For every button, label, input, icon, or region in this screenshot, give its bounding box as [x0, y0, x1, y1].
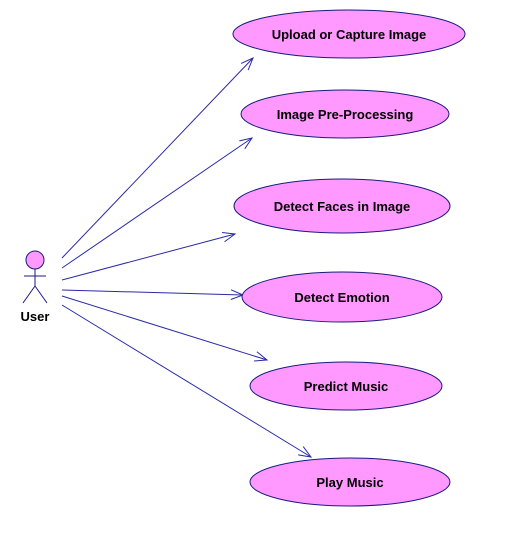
- use-case-play-music[interactable]: Play Music: [249, 457, 451, 507]
- actor-user[interactable]: User: [21, 250, 50, 324]
- arrowhead: [240, 57, 254, 71]
- arrowhead: [222, 231, 237, 243]
- association-line: [61, 57, 254, 259]
- arrowhead: [254, 351, 269, 362]
- arrowhead: [239, 137, 254, 150]
- use-case-upload-or-capture-image[interactable]: Upload or Capture Image: [232, 9, 466, 59]
- association-line: [61, 304, 312, 458]
- association-line: [61, 233, 236, 281]
- association-line: [61, 289, 244, 296]
- use-case-label: Image Pre-Processing: [277, 107, 414, 122]
- actor-label: User: [21, 309, 50, 324]
- association-line: [61, 295, 268, 361]
- use-case-label: Predict Music: [304, 379, 389, 394]
- actor-right-leg: [34, 285, 48, 304]
- actor-head: [25, 250, 45, 270]
- use-case-detect-emotion[interactable]: Detect Emotion: [241, 271, 443, 323]
- use-case-label: Play Music: [316, 475, 383, 490]
- associations: [61, 57, 313, 458]
- use-case-label: Detect Emotion: [294, 290, 389, 305]
- use-case-label: Detect Faces in Image: [274, 199, 411, 214]
- use-case-label: Upload or Capture Image: [272, 27, 427, 42]
- use-case-image-pre-processing[interactable]: Image Pre-Processing: [240, 89, 450, 139]
- arrowhead: [298, 446, 313, 458]
- association-line: [61, 137, 253, 269]
- use-case-predict-music[interactable]: Predict Music: [249, 361, 443, 411]
- use-case-detect-faces-in-image[interactable]: Detect Faces in Image: [233, 178, 451, 234]
- actor-left-leg: [22, 285, 36, 304]
